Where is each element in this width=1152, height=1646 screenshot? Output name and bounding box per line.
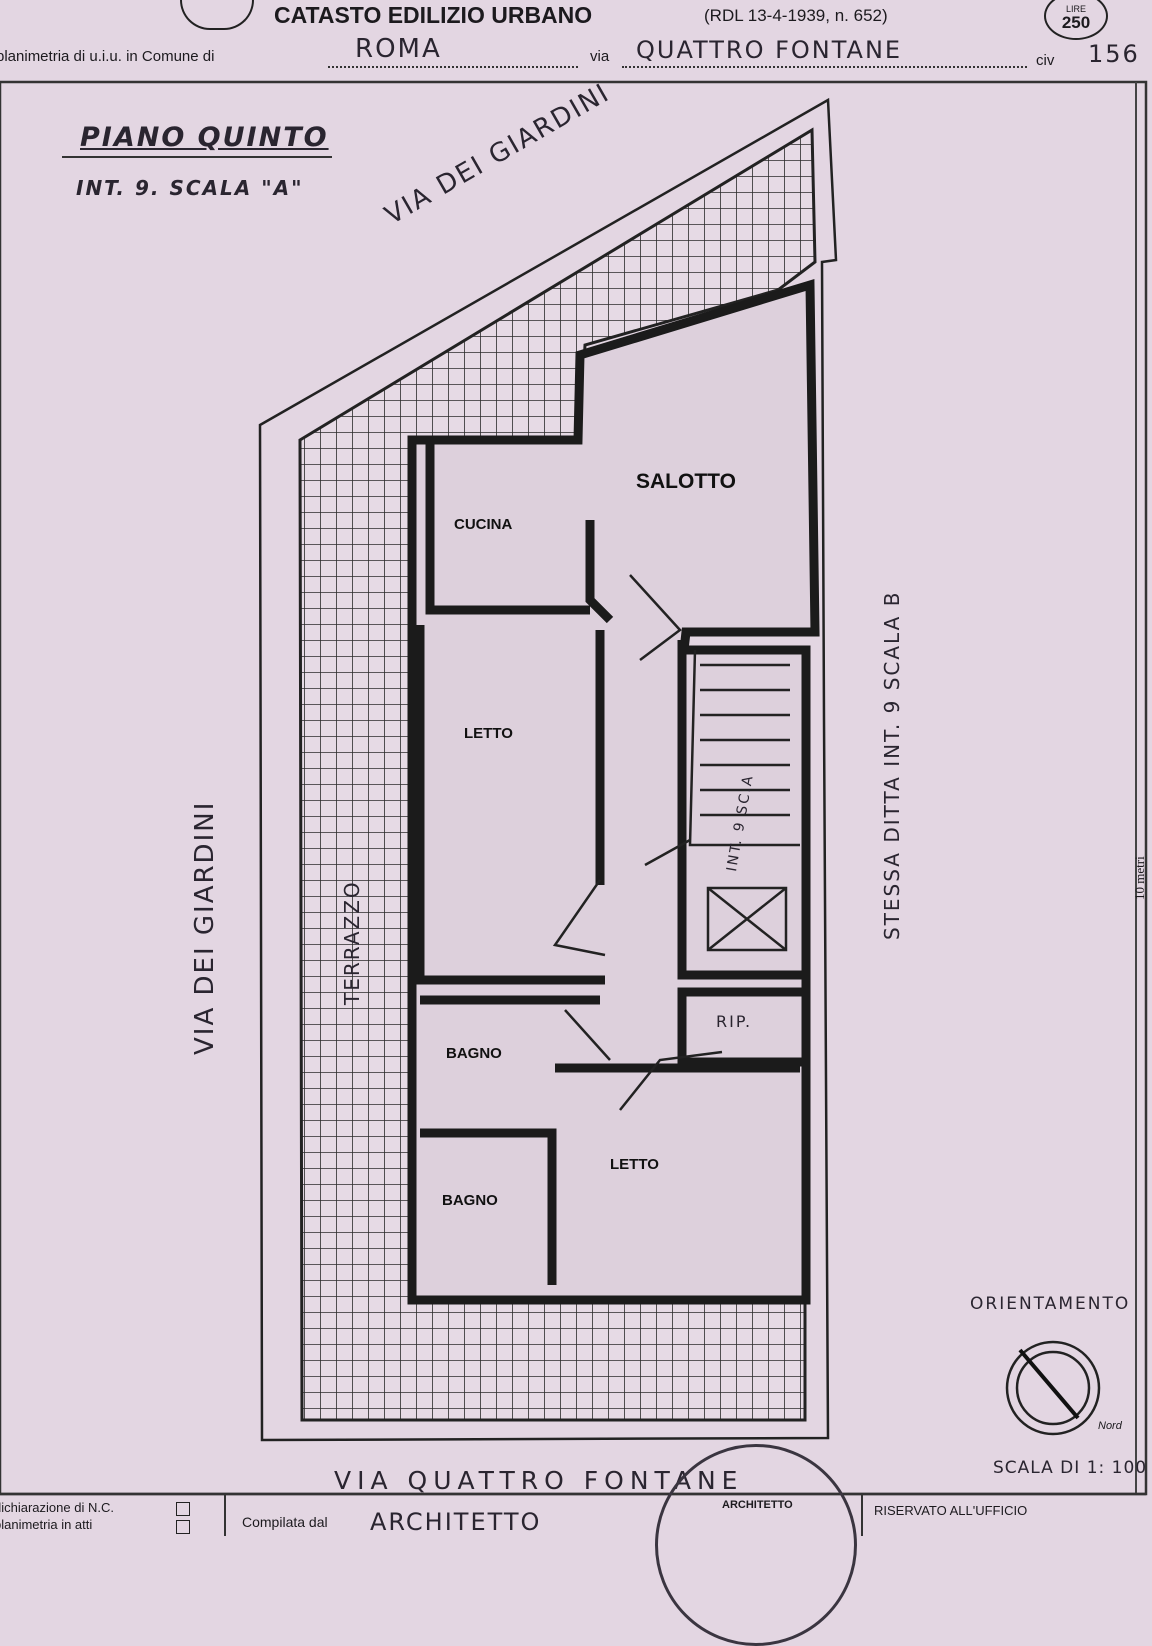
via-label: via <box>590 48 610 65</box>
lot-boundary <box>258 97 838 1442</box>
scale-bar-label: 10 metri <box>1132 856 1147 900</box>
via-underline <box>622 66 1027 68</box>
room-bagno-2: BAGNO <box>442 1192 498 1209</box>
footer-checkbox-2 <box>176 1520 190 1534</box>
footer-checkbox-1 <box>176 1502 190 1516</box>
door-swing-salotto <box>629 574 682 661</box>
room-bagno-1: BAGNO <box>446 1045 502 1062</box>
door-swing-corridor <box>644 838 691 867</box>
architect-stamp: ARCHITETTO <box>655 1444 857 1646</box>
floor-title: PIANO QUINTO <box>80 122 329 153</box>
stair-treads <box>700 663 790 817</box>
footer-dichiarazione: dichiarazione di N.C. <box>0 1500 114 1515</box>
wall-ripostiglio <box>677 987 811 1067</box>
wall-letto1 <box>415 625 605 985</box>
room-cucina: CUCINA <box>454 516 513 533</box>
footer-compilata-value: ARCHITETTO <box>370 1508 542 1536</box>
wall-bagno-divider <box>420 1128 557 1285</box>
door-swing-letto2 <box>619 1050 723 1111</box>
compass-outer <box>1005 1340 1101 1436</box>
room-salotto: SALOTTO <box>636 470 736 493</box>
lire-value: 250 <box>1061 13 1091 32</box>
compass-needle <box>1018 1348 1080 1420</box>
wall-cucina <box>425 440 590 615</box>
footer-compilata-label: Compilata dal <box>242 1514 328 1530</box>
door-swing-bagno1 <box>564 1009 611 1061</box>
footer-planimetria: planimetria in atti <box>0 1517 93 1532</box>
stair-flight <box>688 649 800 847</box>
room-letto-2: LETTO <box>610 1156 659 1173</box>
street-west: VIA DEI GIARDINI <box>190 800 220 1055</box>
lift-shaft <box>706 886 788 952</box>
header-decree: (RDL 13-4-1939, n. 652) <box>704 6 888 25</box>
header-title: CATASTO EDILIZIO URBANO <box>274 2 593 28</box>
civ-label: civ <box>1036 52 1055 69</box>
orientation-label: ORIENTAMENTO <box>970 1294 1131 1314</box>
floor-subtitle: INT. 9. SCALA "A" <box>76 176 304 200</box>
architect-stamp-text: ARCHITETTO <box>722 1499 793 1511</box>
floor-plan-drawing <box>0 80 1148 1536</box>
room-letto-1: LETTO <box>464 725 513 742</box>
door-swing-letto1 <box>552 879 606 957</box>
compass-inner <box>1015 1350 1091 1426</box>
apartment-outline <box>407 278 820 1305</box>
lift-cross <box>707 887 787 951</box>
comune-value: ROMA <box>355 34 442 64</box>
floor-title-rule <box>62 156 332 158</box>
terrace-label: TERRAZZO <box>340 880 364 1005</box>
room-ripostiglio: RIP. <box>716 1012 753 1031</box>
east-neighbour-note: STESSA DITTA INT. 9 SCALA B <box>880 590 904 940</box>
via-value: QUATTRO FONTANE <box>636 36 903 64</box>
comune-underline <box>328 66 578 68</box>
wall-stair-core <box>677 640 806 980</box>
scale-label: SCALA DI 1: 100 <box>993 1458 1148 1478</box>
lire-stamp: LIRE 250 <box>1044 0 1108 40</box>
wall-cucina-salotto <box>585 520 614 624</box>
footer-riservato: RISERVATO ALL'UFFICIO <box>874 1503 1028 1518</box>
lire-label: LIRE <box>1065 4 1086 14</box>
civ-value: 156 <box>1088 40 1140 68</box>
north-mark: Nord <box>1098 1420 1122 1432</box>
planimetria-label: planimetria di u.i.u. in Comune di <box>0 48 215 65</box>
